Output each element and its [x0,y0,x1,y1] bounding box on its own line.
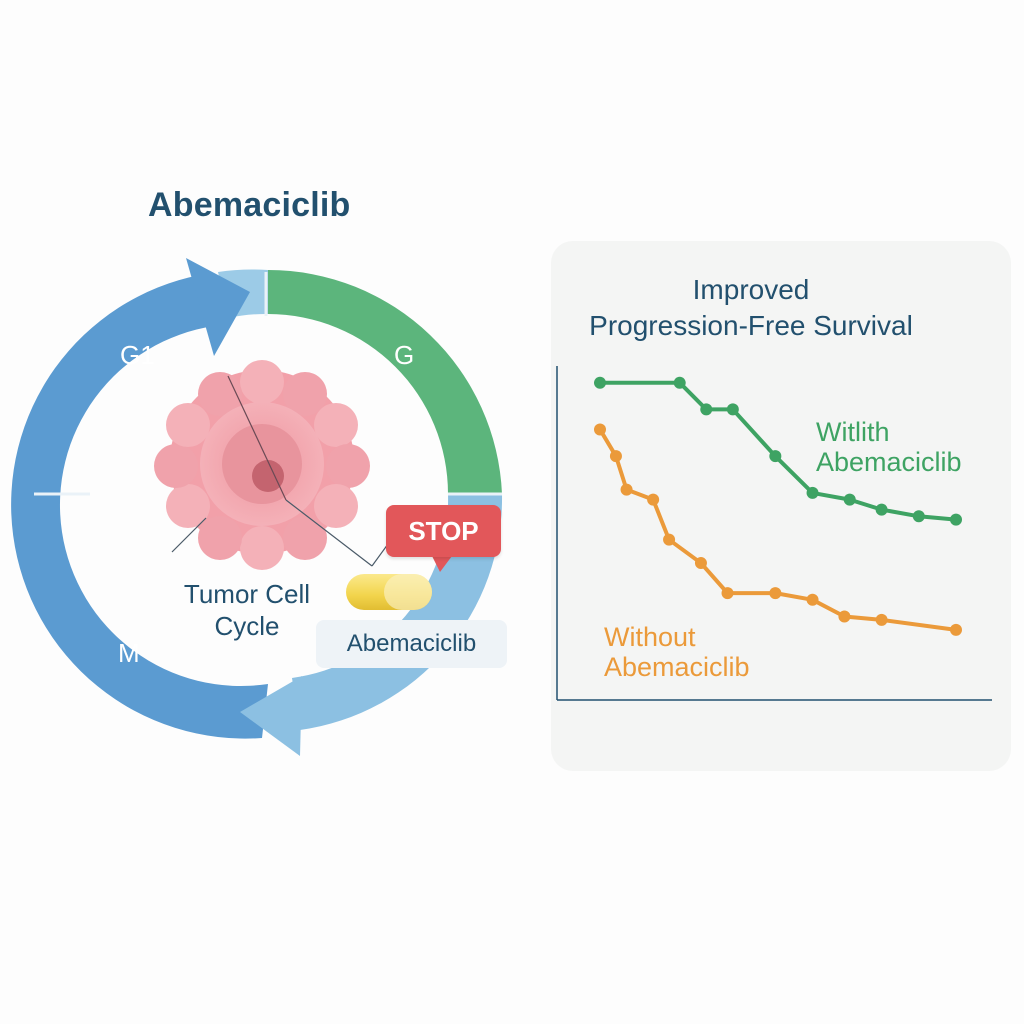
g1-phase-label: G1 [120,340,155,370]
series-1-point-4 [663,533,676,546]
series-0-point-5 [806,486,819,499]
series-0-point-7 [875,503,888,516]
without-series-label-line2: Abemaciclib [604,652,750,682]
without-series-label: Without Abemaciclib [604,622,750,682]
series-0-point-4 [769,450,782,463]
tumor-cell-caption-line2: Cycle [214,611,280,641]
chart-title-line2: Progression-Free Survival [589,310,913,341]
series-1-point-3 [647,493,660,506]
chart-title: Improved Progression-Free Survival [551,272,951,344]
series-1-point-11 [950,623,962,636]
series-1-point-0 [594,423,606,436]
series-1-point-7 [769,587,782,600]
series-1-point-1 [609,450,622,463]
pill-icon [346,574,432,610]
drug-label: Abemaciclib [316,620,507,668]
return-arrow-head [240,676,302,756]
m-phase-label: M [118,638,140,668]
series-1-point-9 [838,610,851,623]
tumor-cell-caption-line1: Tumor Cell [183,579,311,609]
g1-arrow-head [186,258,250,356]
without-series-label-line1: Without [604,622,696,652]
chart-title-line1: Improved [692,274,810,305]
series-1-point-6 [721,587,734,600]
series-1-point-5 [694,557,707,570]
g1-m-phase-segment [11,275,269,739]
series-0-point-1 [673,376,686,389]
chart-panel [551,241,1011,771]
tumor-cell-icon [154,360,389,570]
with-series-label: Witlith Abemaciclib [816,417,962,477]
series-1-point-2 [620,483,633,496]
with-series-label-line2: Abemaciclib [816,447,962,477]
stop-sign: STOP [386,505,501,557]
series-0-point-0 [594,376,606,389]
series-0-point-6 [843,493,856,506]
series-line-0 [600,380,957,522]
series-0-point-8 [912,510,925,523]
diagram-title: Abemaciclib [148,186,351,224]
tumor-cell-caption: Tumor Cell Cycle [160,578,334,642]
series-0-point-3 [726,403,739,416]
series-1-point-10 [875,613,888,626]
g-phase-label: G [394,340,415,370]
series-0-point-9 [950,513,962,526]
with-series-label-line1: Witlith [816,417,890,447]
series-1-point-8 [806,593,819,606]
series-0-point-2 [700,403,713,416]
g-phase-segment [268,269,502,494]
